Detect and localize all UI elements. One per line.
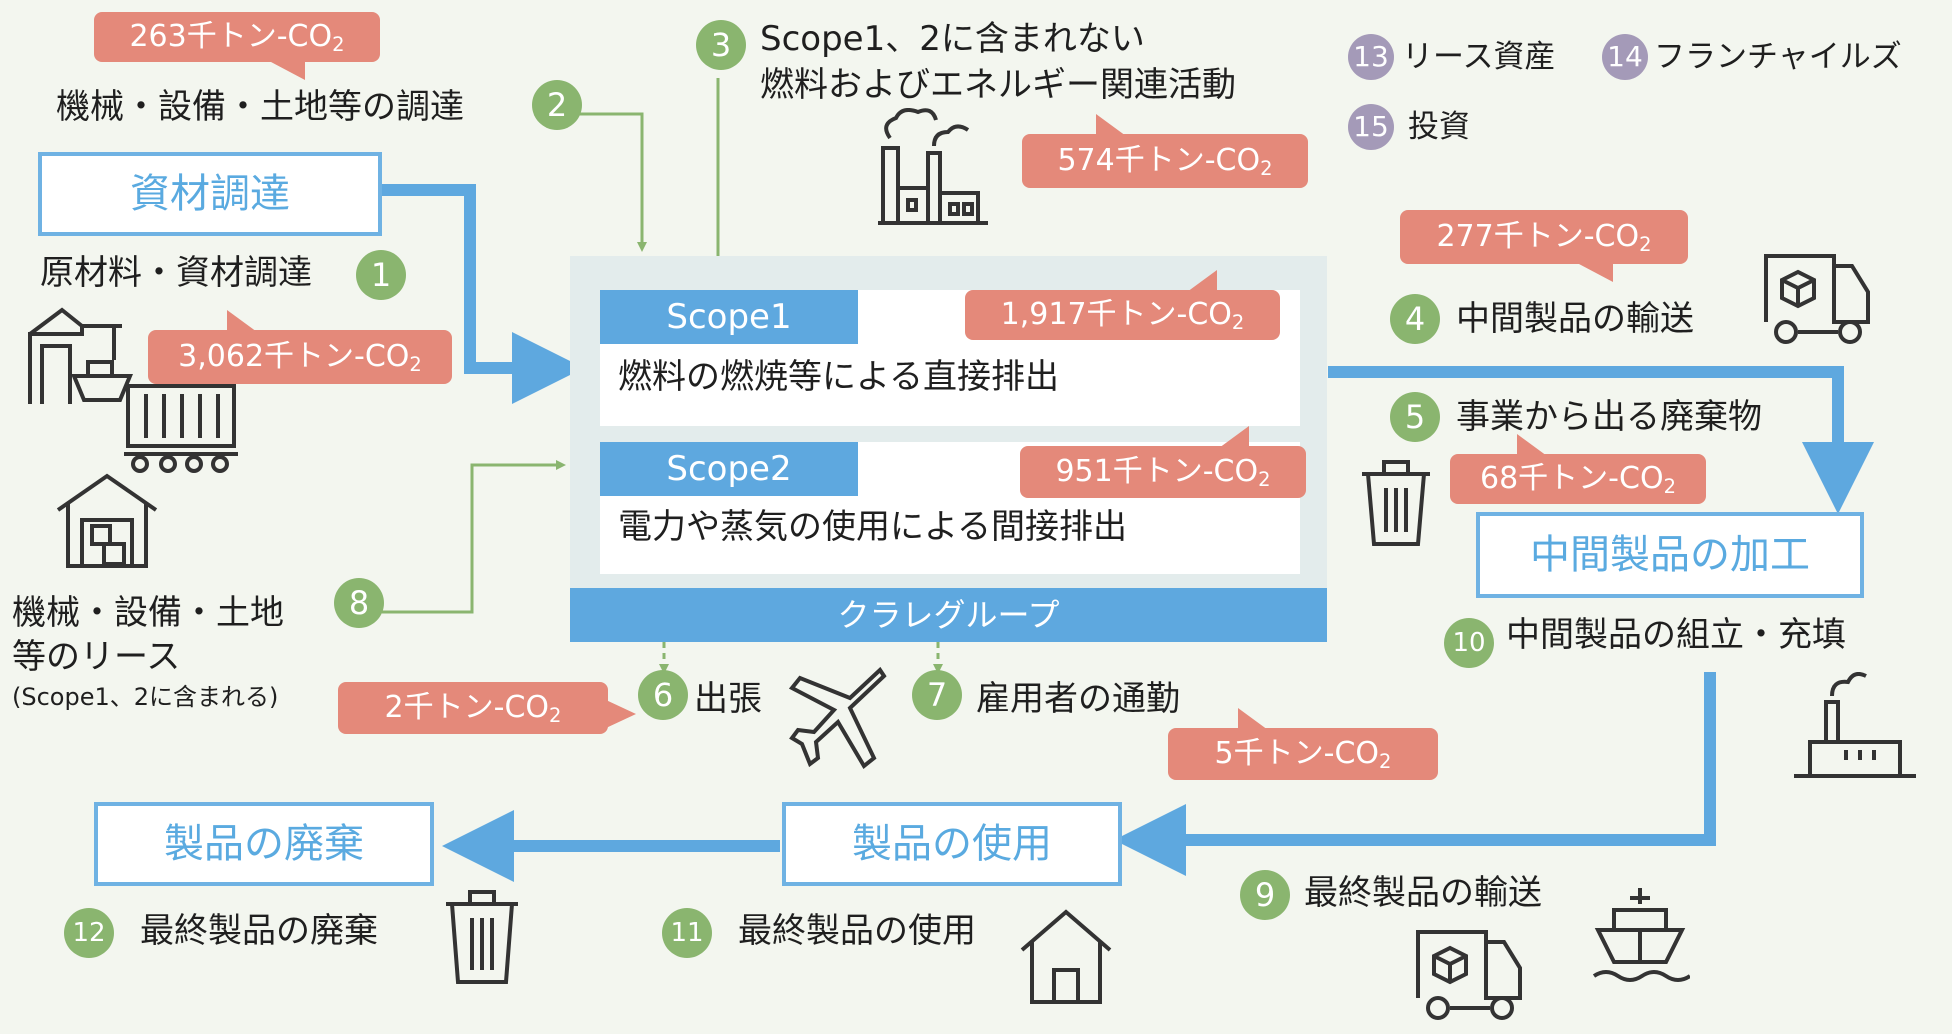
category-6-value-bubble: 2千トン-CO2 bbox=[338, 682, 636, 734]
category-7-badge: 7 bbox=[912, 670, 962, 720]
category-12-badge: 12 bbox=[64, 908, 114, 958]
category-8-label-line1: 機械・設備・土地 bbox=[12, 593, 284, 633]
plant-icon bbox=[1794, 672, 1916, 778]
category-10-label: 中間製品の組立・充填 bbox=[1506, 615, 1846, 655]
category-7-label: 雇用者の通勤 bbox=[976, 679, 1180, 719]
category-3-label-line2: 燃料およびエネルギー関連活動 bbox=[760, 65, 1236, 105]
warehouse-icon bbox=[56, 473, 158, 568]
truck-icon bbox=[1764, 254, 1870, 344]
scope1-desc: 燃料の燃焼等による直接排出 bbox=[618, 357, 1059, 397]
category-1-badge: 1 bbox=[356, 250, 406, 300]
category-1-value: 3,062千トン-CO2 bbox=[178, 339, 422, 376]
category-14-label: フランチャイルズ bbox=[1654, 39, 1902, 75]
category-6-label: 出張 bbox=[694, 679, 762, 719]
category-12-label: 最終製品の廃棄 bbox=[140, 911, 378, 951]
factory-icon bbox=[878, 108, 988, 225]
scope2-header: Scope2 bbox=[600, 442, 858, 496]
ship-icon bbox=[1592, 888, 1690, 982]
stage-processing: 中間製品の加工 bbox=[1476, 512, 1864, 598]
scope2-value: 951千トン-CO2 bbox=[1055, 454, 1271, 491]
category-9-badge: 9 bbox=[1240, 870, 1290, 920]
category-1-label: 原材料・資材調達 bbox=[40, 253, 312, 293]
scope2-desc: 電力や蒸気の使用による間接排出 bbox=[618, 507, 1127, 547]
category-2-value: 263千トン-CO2 bbox=[129, 19, 345, 56]
scope1-value: 1,917千トン-CO2 bbox=[1000, 297, 1245, 334]
category-3-label-line1: Scope1、2に含まれない bbox=[760, 19, 1145, 59]
category-15-badge: 15 bbox=[1348, 104, 1394, 150]
stage-use: 製品の使用 bbox=[782, 802, 1122, 886]
connector-2 bbox=[534, 112, 647, 252]
category-8-note: (Scope1、2に含まれる) bbox=[12, 683, 279, 711]
group-label: クラレグループ bbox=[570, 588, 1327, 642]
category-6-value: 2千トン-CO2 bbox=[384, 690, 562, 727]
category-13-label: リース資産 bbox=[1402, 39, 1556, 75]
category-7-value-bubble: 5千トン-CO2 bbox=[1168, 708, 1438, 780]
category-1-value-bubble: 3,062千トン-CO2 bbox=[148, 310, 452, 384]
trash-icon bbox=[1362, 460, 1430, 546]
category-4-value: 277千トン-CO2 bbox=[1436, 219, 1652, 256]
connector-8 bbox=[382, 460, 566, 614]
scope2-value-bubble: 951千トン-CO2 bbox=[1020, 426, 1306, 498]
category-9-label: 最終製品の輸送 bbox=[1304, 873, 1542, 913]
category-3-value-bubble: 574千トン-CO2 bbox=[1022, 114, 1308, 188]
category-4-label: 中間製品の輸送 bbox=[1456, 299, 1694, 339]
category-8-label-line2: 等のリース bbox=[12, 637, 181, 677]
category-3-badge: 3 bbox=[696, 20, 746, 70]
category-5-value: 68千トン-CO2 bbox=[1480, 461, 1676, 498]
container-icon bbox=[124, 384, 238, 473]
category-5-value-bubble: 68千トン-CO2 bbox=[1450, 434, 1706, 504]
category-4-badge: 4 bbox=[1390, 294, 1440, 344]
flow-processing-to-use bbox=[1114, 672, 1716, 876]
category-14-badge: 14 bbox=[1602, 34, 1648, 80]
stage-disposal: 製品の廃棄 bbox=[94, 802, 434, 886]
category-2-value-bubble: 263千トン-CO2 bbox=[94, 12, 380, 80]
trash-icon bbox=[446, 890, 518, 984]
flow-group-to-processing bbox=[1328, 366, 1874, 514]
category-3-value: 574千トン-CO2 bbox=[1057, 143, 1273, 180]
category-11-label: 最終製品の使用 bbox=[738, 911, 976, 951]
scope1-header: Scope1 bbox=[600, 290, 858, 344]
category-8-badge: 8 bbox=[334, 578, 384, 628]
category-7-value: 5千トン-CO2 bbox=[1214, 736, 1392, 773]
house-icon bbox=[1020, 909, 1112, 1004]
category-13-badge: 13 bbox=[1348, 34, 1394, 80]
stage-procurement: 資材調達 bbox=[38, 152, 382, 236]
category-10-badge: 10 bbox=[1444, 618, 1494, 668]
category-2-badge: 2 bbox=[532, 80, 582, 130]
category-5-badge: 5 bbox=[1390, 392, 1440, 442]
category-15-label: 投資 bbox=[1408, 109, 1470, 145]
scope1-value-bubble: 1,917千トン-CO2 bbox=[965, 270, 1280, 340]
category-6-badge: 6 bbox=[638, 670, 688, 720]
port-crane-icon bbox=[28, 307, 133, 404]
truck-icon bbox=[1416, 930, 1522, 1020]
category-5-label: 事業から出る廃棄物 bbox=[1456, 397, 1762, 437]
flow-procurement-to-group bbox=[382, 184, 584, 404]
category-4-value-bubble: 277千トン-CO2 bbox=[1400, 210, 1688, 282]
airplane-icon bbox=[788, 666, 887, 770]
category-2-label: 機械・設備・土地等の調達 bbox=[56, 87, 464, 127]
category-11-badge: 11 bbox=[662, 908, 712, 958]
